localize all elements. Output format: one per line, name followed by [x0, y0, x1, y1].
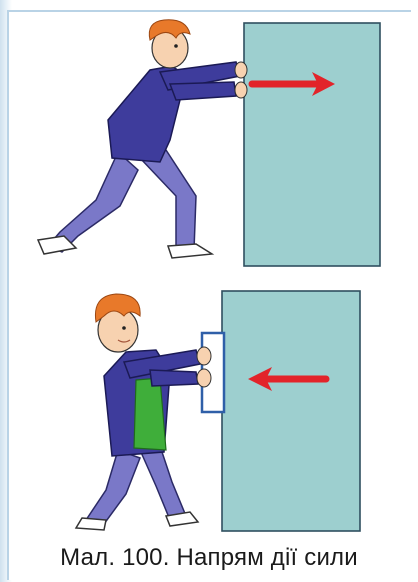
figure-caption: Мал. 100. Напрям дії сили [0, 544, 418, 572]
panel-push [38, 20, 380, 266]
pulled-box [222, 291, 360, 531]
boy-pushing [38, 20, 247, 258]
boy-pulling [76, 294, 211, 530]
panel-pull [76, 291, 360, 531]
pushed-box [244, 23, 380, 266]
illustration [0, 0, 418, 545]
